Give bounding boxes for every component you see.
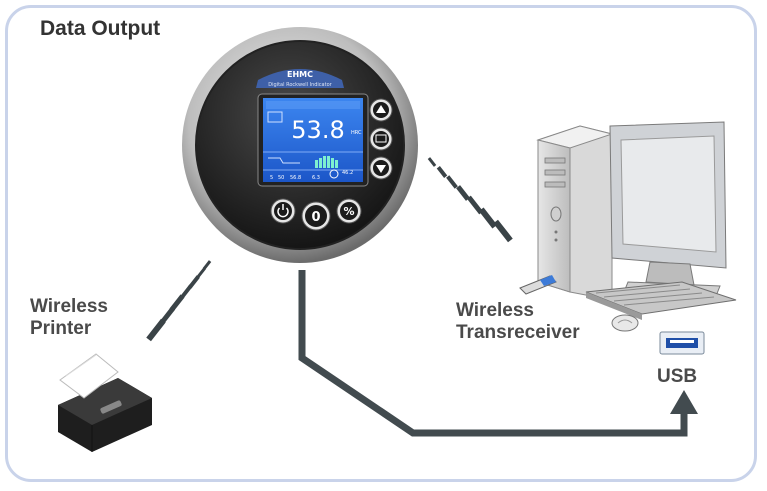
up-button[interactable]	[369, 98, 393, 122]
brand-subtitle: Digital Rockwell Indicator	[268, 82, 332, 88]
printer-signal-waves	[146, 260, 212, 342]
svg-text:6.3: 6.3	[312, 175, 320, 181]
svg-text:46.2: 46.2	[342, 170, 353, 176]
transceiver-label-line2: Transreceiver	[456, 322, 580, 343]
usb-arrow-head	[670, 390, 698, 414]
rockwell-indicator: EHMC Digital Rockwell Indicator 53.8 HRC…	[182, 27, 418, 263]
brand-plate	[256, 69, 344, 88]
usb-port-icon	[659, 331, 705, 355]
printer-label: Wireless Printer	[30, 296, 108, 340]
transceiver-label: Wireless Transreceiver	[456, 300, 580, 344]
usb-label: USB	[657, 366, 698, 387]
printer-label-line1: Wireless	[30, 296, 108, 317]
svg-text:56.8: 56.8	[290, 175, 301, 181]
printer-label-line2: Printer	[30, 318, 92, 339]
wireless-printer	[58, 353, 152, 452]
brand-text: EHMC	[287, 70, 313, 79]
reading-value: 53.8	[291, 116, 344, 144]
usb-cable	[298, 270, 688, 437]
zero-button[interactable]: 0	[301, 201, 331, 231]
menu-button[interactable]	[369, 127, 393, 151]
transceiver-signal-waves	[427, 157, 513, 243]
desktop-computer	[519, 121, 737, 332]
svg-text:0: 0	[311, 210, 320, 225]
diagram-title: Data Output	[40, 17, 161, 40]
percent-button[interactable]: %	[336, 198, 362, 224]
transceiver-label-line1: Wireless	[456, 300, 534, 321]
svg-text:%: %	[343, 205, 354, 218]
svg-text:50: 50	[278, 175, 284, 181]
svg-text:5: 5	[270, 175, 273, 181]
reading-unit: HRC	[351, 130, 362, 136]
down-button[interactable]	[369, 156, 393, 180]
power-button[interactable]	[270, 198, 296, 224]
